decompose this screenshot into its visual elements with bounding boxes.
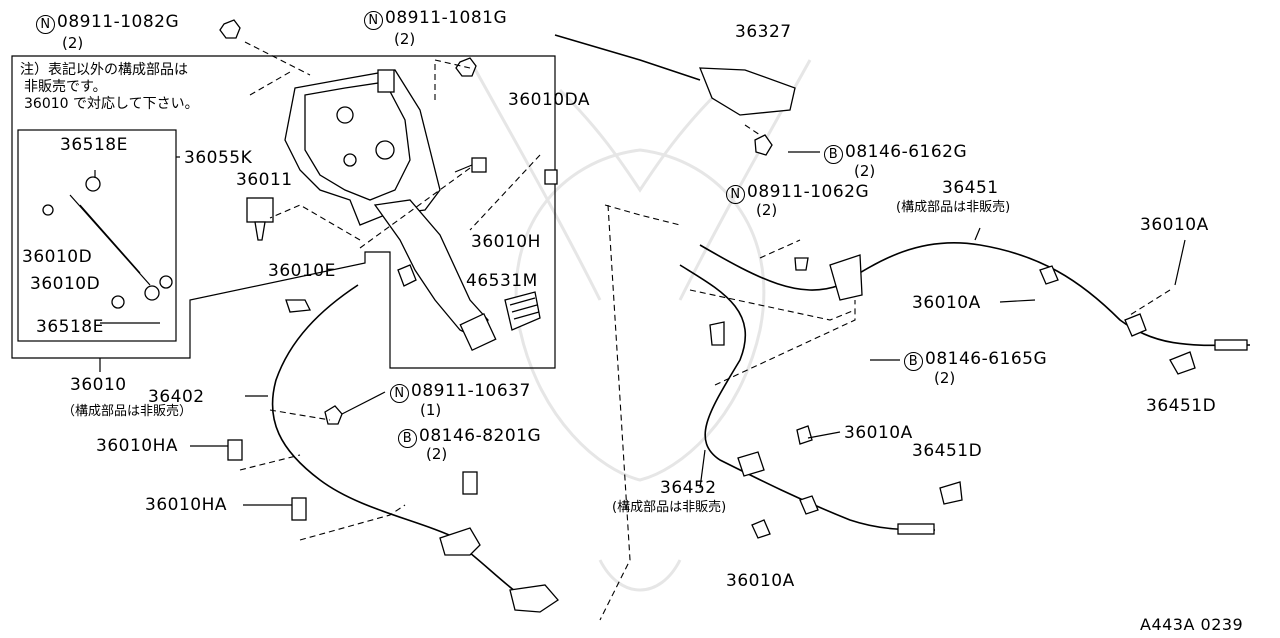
nut-1082G <box>219 19 241 39</box>
assembly-frame-36010 <box>11 55 556 369</box>
note-line-3: 36010 で対応して下さい。 <box>24 96 199 112</box>
part-36451D-a: 36451D <box>1146 396 1217 416</box>
part-36452: 36452 <box>660 478 717 498</box>
not-sold-note-36452: (構成部品は非販売) <box>612 500 727 515</box>
part-36010D-a: 36010D <box>22 247 93 267</box>
part-36010DA: 36010DA <box>508 90 591 110</box>
part-36010HA-a: 36010HA <box>96 436 178 456</box>
qty-08146-6165G: (2) <box>934 369 956 387</box>
part-36010E: 36010E <box>268 261 336 281</box>
drawing-id: A443A 0239 <box>1140 615 1244 634</box>
damper-rod <box>42 176 173 309</box>
part-36010A-a: 36010A <box>1140 215 1209 235</box>
part-36518E-top: 36518E <box>60 135 128 155</box>
qty-08911-1062G: (2) <box>756 201 778 219</box>
part-36010: 36010 <box>70 375 127 395</box>
part-36402: 36402 <box>148 387 205 407</box>
pedal-bracket <box>284 69 541 352</box>
not-sold-note-36010: （構成部品は非販売） <box>62 404 193 419</box>
kit-frame-36055K <box>17 129 177 342</box>
qty-08911-10637: (1) <box>420 401 442 419</box>
part-36451: 36451 <box>942 178 999 198</box>
spring-36011 <box>246 197 274 241</box>
qty-08911-1081G: (2) <box>394 30 416 48</box>
part-36518E-bottom: 36518E <box>36 317 104 337</box>
part-36011: 36011 <box>236 170 293 190</box>
bolt-symbol: B <box>904 352 923 371</box>
part-36010A-c: 36010A <box>844 423 913 443</box>
cable-36327 <box>554 34 796 156</box>
part-36055K: 36055K <box>184 148 253 168</box>
qty-08146-8201G: (2) <box>426 445 448 463</box>
bolt-symbol: B <box>824 145 843 164</box>
part-36010HA-b: 36010HA <box>145 495 227 515</box>
note-line-2: 非販売です。 <box>24 79 107 95</box>
qty-08146-6162G: (2) <box>854 162 876 180</box>
qty-08911-1082G: (2) <box>62 34 84 52</box>
nut-symbol: N <box>390 384 409 403</box>
nut-symbol: N <box>364 11 383 30</box>
part-36010A-d: 36010A <box>726 571 795 591</box>
bolt-symbol: B <box>398 429 417 448</box>
cable-36451 <box>699 241 1251 375</box>
nut-symbol: N <box>36 15 55 34</box>
leader-lines <box>94 151 1186 506</box>
bolt-36010H <box>454 157 487 173</box>
note-line-1: 注）表記以外の構成部品は <box>20 62 188 78</box>
clip-36010DA <box>544 169 558 185</box>
part-36327: 36327 <box>735 22 792 42</box>
cable-36402 <box>227 284 559 613</box>
cable-36452 <box>679 264 963 539</box>
part-36010D-b: 36010D <box>30 274 101 294</box>
not-sold-note-36451: (構成部品は非販売) <box>896 200 1011 215</box>
part-46531M: 46531M <box>466 271 538 291</box>
dashed-lines <box>239 41 1171 621</box>
part-36010H: 36010H <box>471 232 541 252</box>
part-36451D-b: 36451D <box>912 441 983 461</box>
part-36010A-b: 36010A <box>912 293 981 313</box>
nut-symbol: N <box>726 185 745 204</box>
